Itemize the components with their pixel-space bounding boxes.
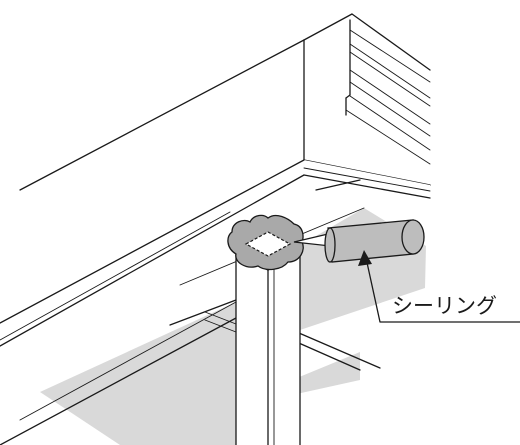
lower-frame <box>169 299 381 371</box>
upper-frame <box>19 13 431 191</box>
sealant-bead <box>227 214 304 271</box>
post <box>235 253 301 445</box>
callout-leader <box>358 250 520 323</box>
caulking-gun-icon <box>293 219 425 263</box>
callout-label: シーリング <box>392 294 497 318</box>
